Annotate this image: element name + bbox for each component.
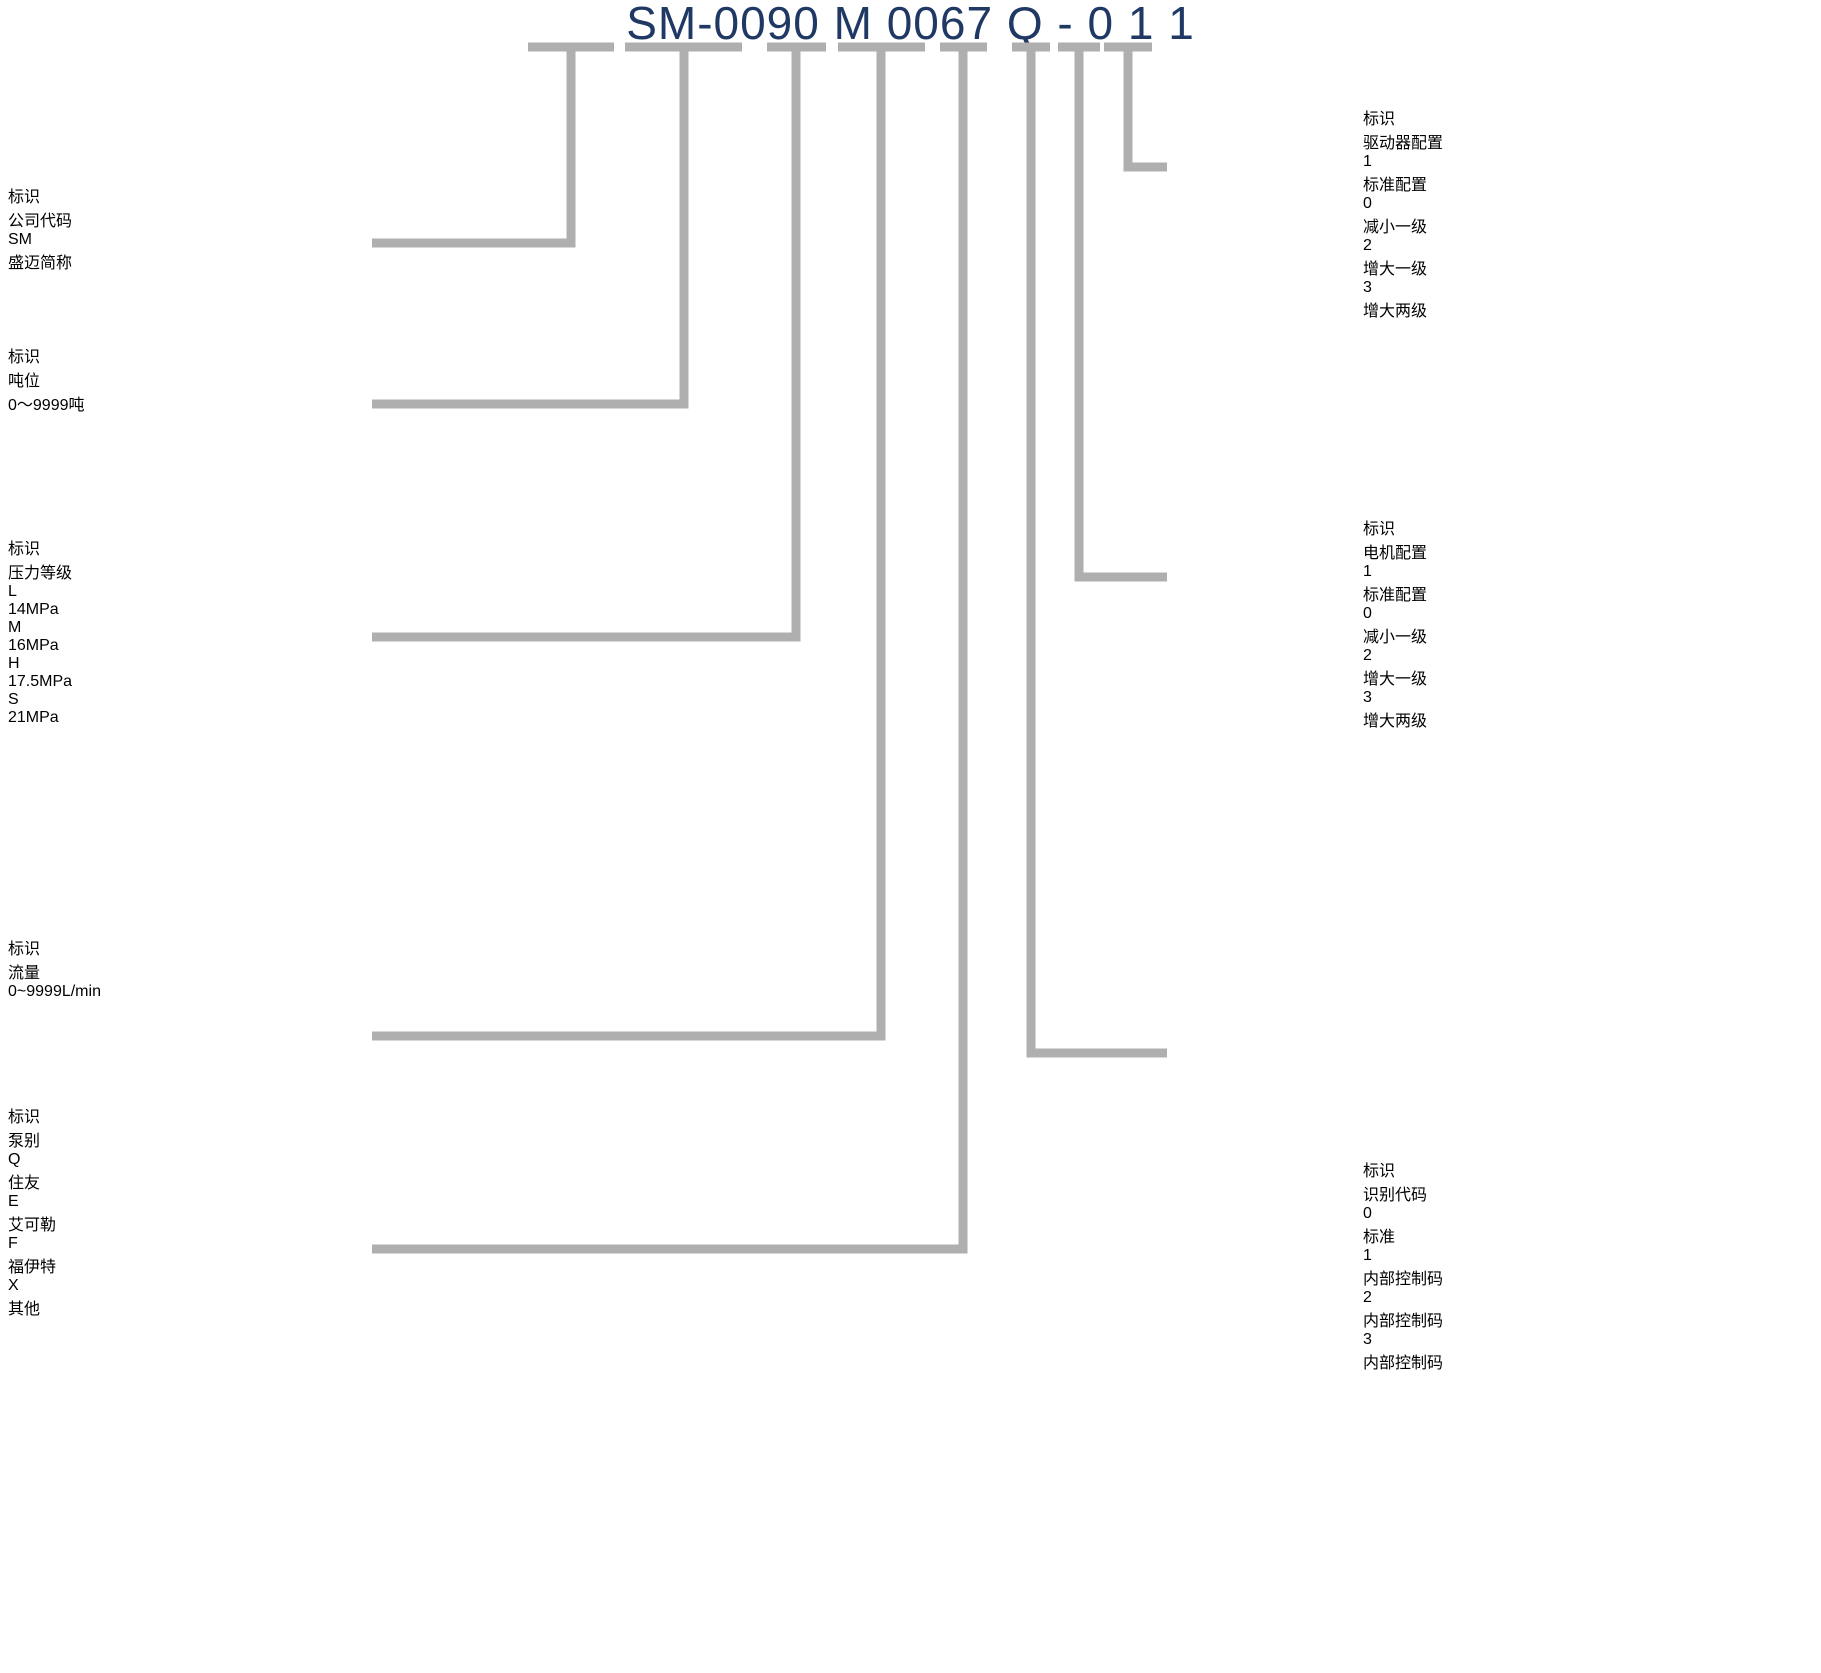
driver-cell-value-2: 增大一级 [1363, 261, 1428, 278]
wire-pump [372, 47, 968, 1254]
model-code-title: SM-0090 M 0067 Q - 0 1 1 [626, 0, 1195, 49]
idcode-header-id: 标识 [1363, 1163, 1396, 1180]
motor-header-value: 电机配置 [1363, 545, 1428, 562]
wire-motor [1074, 47, 1167, 582]
idcode-cell-id-1: 1 [1363, 1247, 1372, 1264]
idcode-header-value: 识别代码 [1363, 1187, 1428, 1204]
tonnage-cell-range: 0〜9999吨 [8, 397, 85, 414]
pump-cell-id-1: E [8, 1193, 19, 1210]
pressure-header-id: 标识 [8, 541, 41, 558]
pump-header-value: 泵别 [8, 1133, 41, 1150]
flow-cell-range: 0~9999L/min [8, 983, 101, 1000]
idcode-cell-id-3: 3 [1363, 1331, 1372, 1348]
company-header-value: 公司代码 [8, 213, 73, 230]
motor-header-id: 标识 [1363, 521, 1396, 538]
driver-cell-id-3: 3 [1363, 279, 1372, 296]
idcode-cell-id-2: 2 [1363, 1289, 1372, 1306]
wire-flow [372, 47, 886, 1041]
company-header-id: 标识 [8, 189, 41, 206]
idcode-cell-value-1: 内部控制码 [1363, 1271, 1444, 1288]
company-cell-id: SM [8, 231, 32, 248]
motor-cell-id-3: 3 [1363, 689, 1372, 706]
motor-cell-value-1: 减小一级 [1363, 629, 1428, 646]
table-company-code: 标识 公司代码 SM 盛迈简称 [8, 183, 372, 303]
tonnage-header-value: 吨位 [8, 373, 41, 390]
idcode-cell-value-2: 内部控制码 [1363, 1313, 1444, 1330]
pressure-cell-value-0: 14MPa [8, 601, 59, 618]
driver-cell-value-3: 增大两级 [1363, 303, 1428, 320]
pressure-cell-id-1: M [8, 619, 22, 636]
table-identification-code: 标识 识别代码 0 标准 1 内部控制码 2 内部控制码 3 内部控制码 [1363, 1157, 1813, 1497]
pump-cell-id-0: Q [8, 1151, 21, 1168]
idcode-cell-value-0: 标准 [1363, 1229, 1396, 1246]
driver-cell-id-0: 1 [1363, 153, 1372, 170]
driver-cell-id-1: 0 [1363, 195, 1372, 212]
pressure-cell-value-1: 16MPa [8, 637, 59, 654]
wire-company [372, 47, 576, 248]
wire-pressure [372, 47, 801, 642]
company-cell-value: 盛迈简称 [8, 255, 73, 272]
motor-cell-value-0: 标准配置 [1363, 587, 1428, 604]
motor-cell-id-1: 0 [1363, 605, 1372, 622]
pump-cell-value-1: 艾可勒 [8, 1217, 57, 1234]
pressure-cell-id-2: H [8, 655, 20, 672]
driver-cell-id-2: 2 [1363, 237, 1372, 254]
pump-cell-id-2: F [8, 1235, 18, 1252]
pressure-cell-id-0: L [8, 583, 17, 600]
driver-header-id: 标识 [1363, 111, 1396, 128]
pump-cell-value-3: 其他 [8, 1301, 41, 1318]
table-pump-type: 标识 泵别 Q 住友 E 艾可勒 F 福伊特 X 其他 [8, 1103, 372, 1443]
pressure-cell-value-3: 21MPa [8, 709, 59, 726]
motor-cell-id-2: 2 [1363, 647, 1372, 664]
motor-cell-value-2: 增大一级 [1363, 671, 1428, 688]
driver-cell-value-1: 减小一级 [1363, 219, 1428, 236]
pump-cell-value-2: 福伊特 [8, 1259, 57, 1276]
pump-cell-value-0: 住友 [8, 1175, 41, 1192]
pump-cell-id-3: X [8, 1277, 19, 1294]
motor-cell-id-0: 1 [1363, 563, 1372, 580]
wire-tonnage [372, 47, 689, 409]
wire-driver [1123, 47, 1167, 172]
table-flow: 标识 流量 0~9999L/min [8, 935, 372, 1055]
pump-header-id: 标识 [8, 1109, 41, 1126]
idcode-cell-value-3: 内部控制码 [1363, 1355, 1444, 1372]
pressure-header-value: 压力等级 [8, 565, 73, 582]
pressure-cell-id-3: S [8, 691, 19, 708]
tonnage-header-id: 标识 [8, 349, 41, 366]
pressure-cell-value-2: 17.5MPa [8, 673, 73, 690]
table-tonnage: 标识 吨位 0〜9999吨 [8, 343, 372, 463]
flow-header-id: 标识 [8, 941, 41, 958]
wire-idcode [1026, 47, 1167, 1058]
flow-header-value: 流量 [8, 965, 41, 982]
idcode-cell-id-0: 0 [1363, 1205, 1372, 1222]
table-driver-config: 标识 驱动器配置 1 标准配置 0 减小一级 2 增大一级 3 增大两级 [1363, 105, 1813, 445]
driver-cell-value-0: 标准配置 [1363, 177, 1428, 194]
driver-header-value: 驱动器配置 [1363, 135, 1444, 152]
motor-cell-value-3: 增大两级 [1363, 713, 1428, 730]
table-motor-config: 标识 电机配置 1 标准配置 0 减小一级 2 增大一级 3 增大两级 [1363, 515, 1813, 855]
table-pressure-level: 标识 压力等级 L 14MPa M 16MPa H 17.5MPa S 21MP… [8, 535, 372, 875]
